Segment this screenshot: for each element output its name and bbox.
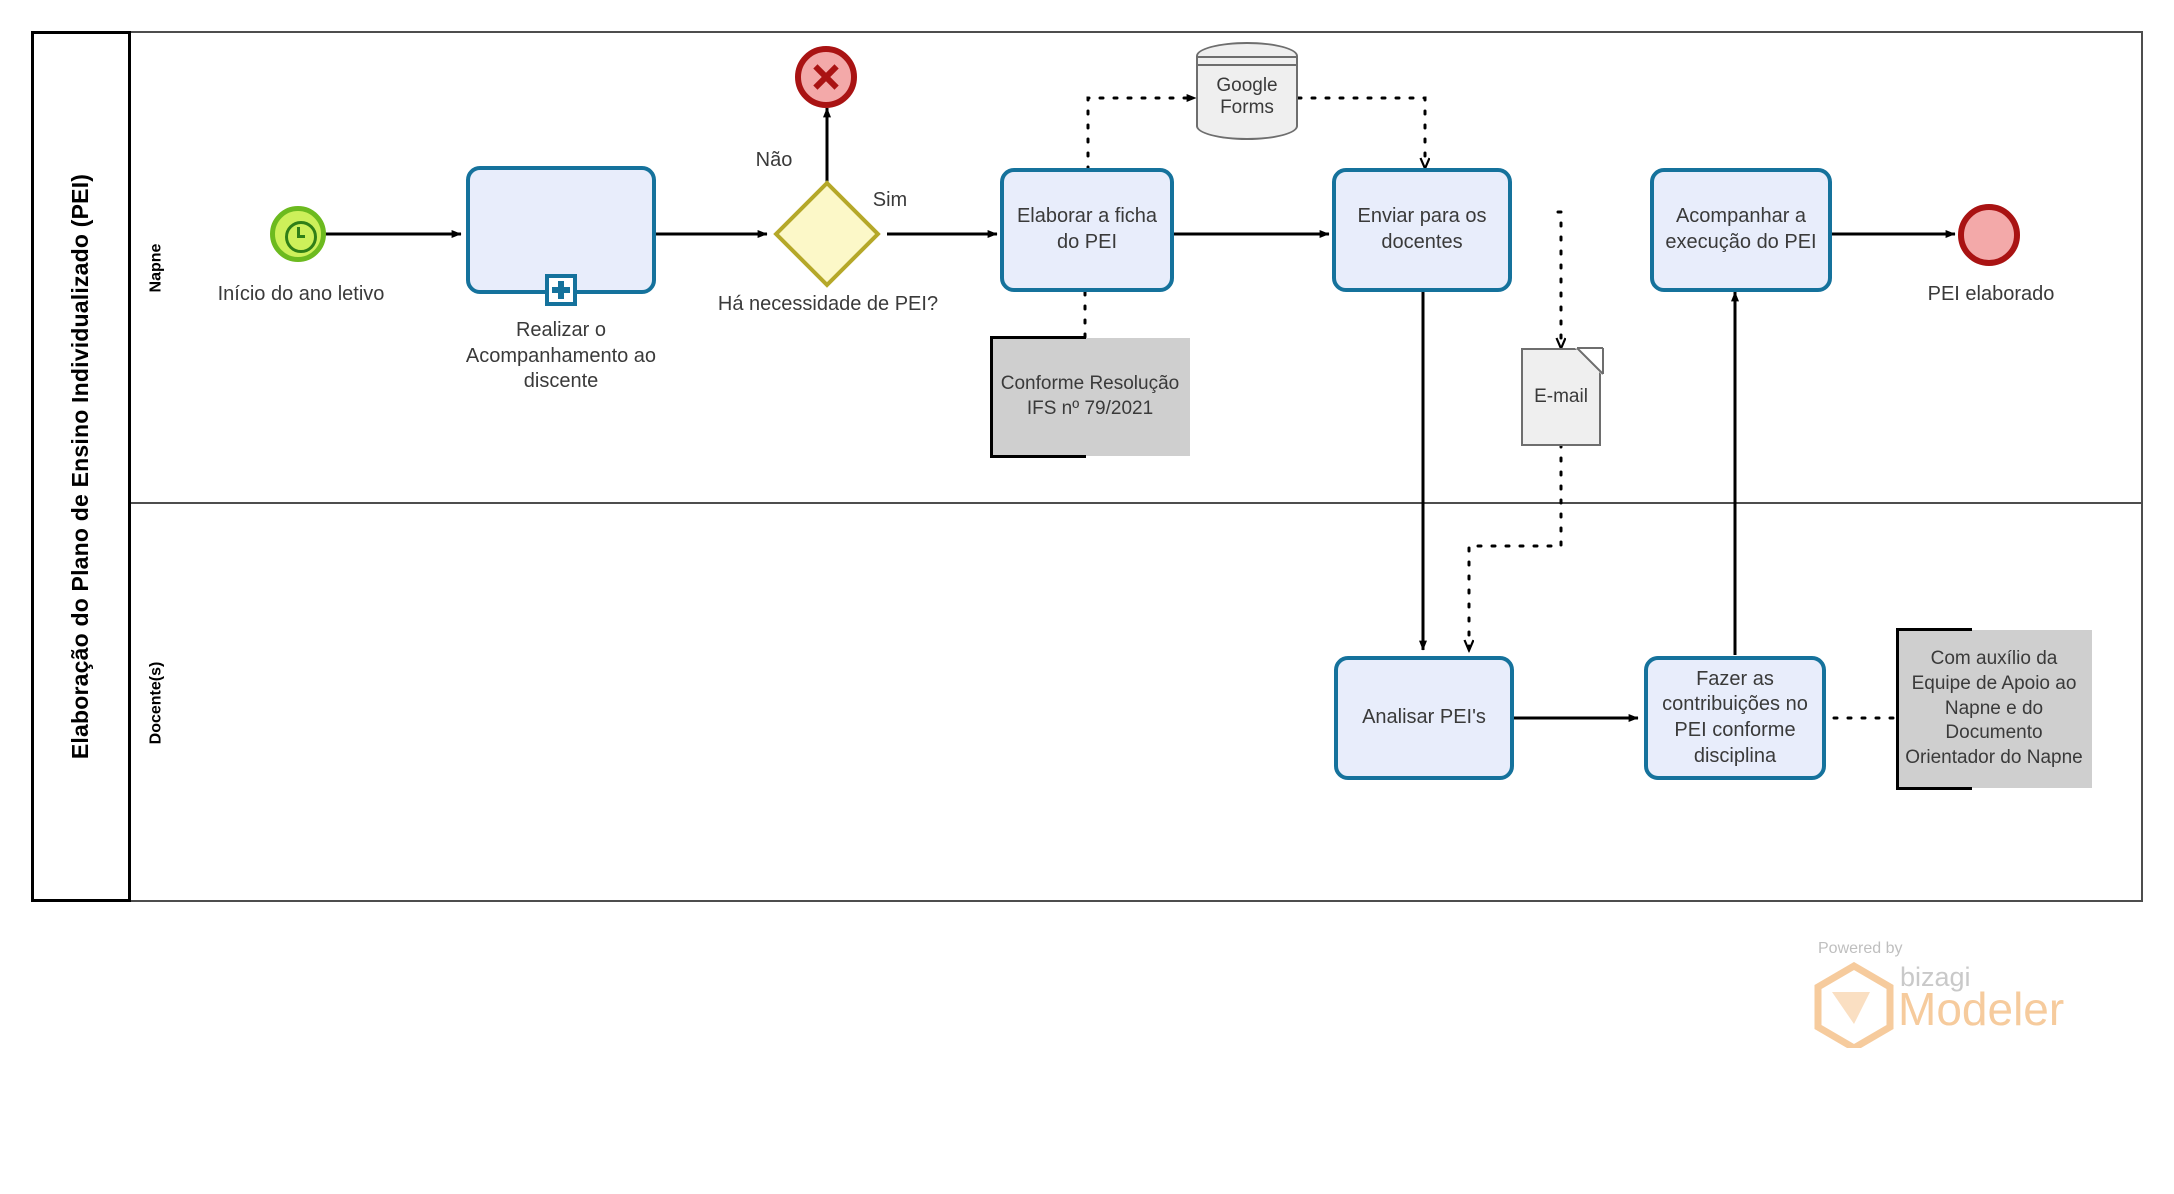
task-realizar-acompanhamento[interactable] xyxy=(466,166,656,306)
lane-label-docentes: Docente(s) xyxy=(133,503,179,902)
document-fold-icon xyxy=(1575,348,1601,374)
lane-docentes-text: Docente(s) xyxy=(147,661,164,744)
sub-process-plus-icon xyxy=(545,274,577,306)
end-event-label: PEI elaborado xyxy=(1927,283,2055,305)
task-elaborar-ficha-pei[interactable]: Elaborar a ficha do PEI xyxy=(1000,168,1174,292)
lane-label-napne: Napne xyxy=(133,33,179,502)
annotation-conforme-resolucao: Conforme Resolução IFS nº 79/2021 xyxy=(990,338,1190,456)
annotation-conforme-text: Conforme Resolução IFS nº 79/2021 xyxy=(1000,373,1180,419)
annotation2-bracket-bottom xyxy=(1896,787,1972,790)
bizagi-hexagon-logo xyxy=(1814,962,1894,1048)
watermark-brand: bizagi xyxy=(1900,962,1971,992)
start-event-label: Início do ano letivo xyxy=(217,283,385,305)
annotation2-bracket-left xyxy=(1896,628,1899,790)
annotation-auxilio-text: Com auxílio da Equipe de Apoio ao Napne … xyxy=(1905,648,2083,769)
annotation-bracket-top xyxy=(990,336,1086,339)
end-event[interactable] xyxy=(1958,204,2020,266)
task-fazer-label: Fazer as contribuições no PEI conforme d… xyxy=(1662,667,1808,767)
task-acompanhar-execucao[interactable]: Acompanhar a execução do PEI xyxy=(1650,168,1832,292)
task-realizar-caption: Realizar o Acompanhamento ao discente xyxy=(465,319,657,393)
task-enviar-docentes[interactable]: Enviar para os docentes xyxy=(1332,168,1512,292)
google-forms-datastore[interactable]: Google Forms xyxy=(1196,42,1298,140)
task-analisar-peis[interactable]: Analisar PEI's xyxy=(1334,656,1514,780)
pool-title: Elaboração do Plano de Ensino Individual… xyxy=(67,173,94,760)
task-enviar-label: Enviar para os docentes xyxy=(1357,205,1487,253)
task-elaborar-label: Elaborar a ficha do PEI xyxy=(1016,205,1158,253)
annotation-bracket-bottom xyxy=(990,455,1086,458)
timer-clock-icon xyxy=(285,221,317,253)
datastore-label: Google Forms xyxy=(1216,74,1278,118)
gateway-flow-yes-label: Sim xyxy=(872,189,908,211)
email-data-object[interactable]: E-mail xyxy=(1521,347,1604,446)
bizagi-watermark: Powered by bizagi Modeler xyxy=(1800,940,2064,1050)
watermark-powered-by: Powered by xyxy=(1818,940,1903,957)
task-analisar-label: Analisar PEI's xyxy=(1362,706,1486,729)
annotation-bracket-left xyxy=(990,336,993,458)
watermark-product: Modeler xyxy=(1898,983,2065,1035)
annotation-com-auxilio: Com auxílio da Equipe de Apoio ao Napne … xyxy=(1896,630,2092,788)
task-fazer-contribuicoes[interactable]: Fazer as contribuições no PEI conforme d… xyxy=(1644,656,1826,780)
lane-napne-text: Napne xyxy=(147,243,164,292)
start-timer-event[interactable] xyxy=(270,206,326,262)
gateway-flow-no-label: Não xyxy=(755,149,793,171)
pool-header: Elaboração do Plano de Ensino Individual… xyxy=(31,31,131,902)
annotation2-bracket-top xyxy=(1896,628,1972,631)
task-acompanhar-label: Acompanhar a execução do PEI xyxy=(1665,205,1817,253)
gateway-label: Há necessidade de PEI? xyxy=(717,293,939,315)
terminate-end-event[interactable] xyxy=(795,46,857,108)
dataobject-label: E-mail xyxy=(1534,386,1588,407)
pool-container xyxy=(31,31,2143,902)
document-fold-edge xyxy=(1576,347,1604,375)
lane-divider xyxy=(131,502,2143,504)
